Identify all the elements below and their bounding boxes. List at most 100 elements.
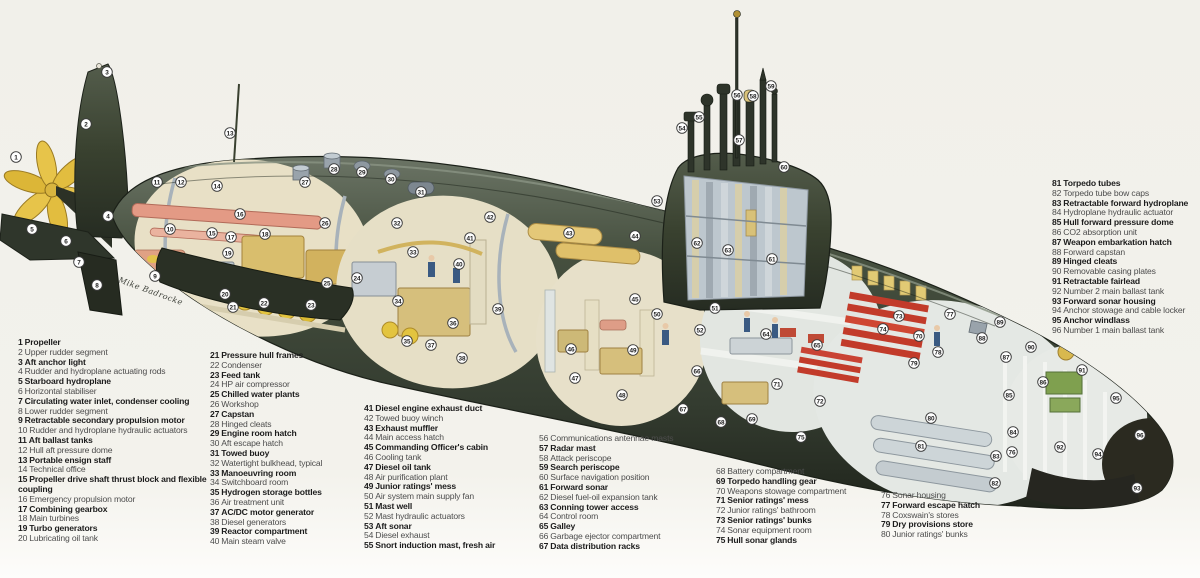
- callout-64: 64: [760, 328, 772, 340]
- sail-cutaway-interior: [683, 175, 809, 301]
- svg-text:39: 39: [494, 306, 502, 313]
- callout-20: 20: [219, 288, 231, 300]
- svg-text:7: 7: [77, 259, 81, 266]
- svg-text:12: 12: [177, 179, 185, 186]
- callout-54: 54: [676, 122, 688, 134]
- callout-36: 36: [447, 317, 459, 329]
- callout-3: 3: [101, 66, 113, 78]
- svg-text:57: 57: [735, 137, 743, 144]
- callout-58: 58: [747, 90, 759, 102]
- callout-14: 14: [211, 180, 223, 192]
- callout-90: 90: [1025, 341, 1037, 353]
- callout-49: 49: [627, 344, 639, 356]
- callout-81: 81: [915, 440, 927, 452]
- svg-text:65: 65: [813, 342, 821, 349]
- svg-text:67: 67: [679, 406, 687, 413]
- svg-text:34: 34: [394, 298, 402, 305]
- sail: [661, 152, 832, 311]
- svg-text:52: 52: [696, 327, 704, 334]
- starboard-stabiliser-fin: [155, 247, 354, 321]
- callout-91: 91: [1076, 364, 1088, 376]
- callout-34: 34: [392, 295, 404, 307]
- svg-text:80: 80: [927, 415, 935, 422]
- svg-text:45: 45: [631, 296, 639, 303]
- svg-text:3: 3: [105, 69, 109, 76]
- callout-17: 17: [225, 231, 237, 243]
- callout-24: 24: [351, 272, 363, 284]
- svg-text:88: 88: [978, 335, 986, 342]
- callout-27: 27: [299, 176, 311, 188]
- svg-text:38: 38: [458, 355, 466, 362]
- callout-96: 96: [1134, 429, 1146, 441]
- callout-35: 35: [401, 335, 413, 347]
- svg-text:28: 28: [330, 166, 338, 173]
- callout-92: 92: [1054, 441, 1066, 453]
- callout-52: 52: [694, 324, 706, 336]
- svg-text:63: 63: [724, 247, 732, 254]
- svg-text:76: 76: [1008, 449, 1016, 456]
- callout-37: 37: [425, 339, 437, 351]
- svg-text:86: 86: [1039, 379, 1047, 386]
- ensign-staff: [233, 83, 240, 163]
- callout-67: 67: [677, 403, 689, 415]
- svg-text:9: 9: [153, 273, 157, 280]
- svg-text:78: 78: [934, 349, 942, 356]
- svg-text:35: 35: [403, 338, 411, 345]
- callout-19: 19: [222, 247, 234, 259]
- callout-23: 23: [305, 299, 317, 311]
- callout-28: 28: [328, 163, 340, 175]
- svg-text:23: 23: [307, 302, 315, 309]
- callout-6: 6: [60, 235, 72, 247]
- svg-text:43: 43: [565, 230, 573, 237]
- callout-75: 75: [795, 431, 807, 443]
- svg-text:11: 11: [154, 179, 161, 186]
- callout-16: 16: [234, 208, 246, 220]
- svg-text:54: 54: [678, 125, 686, 132]
- callout-53: 53: [651, 195, 663, 207]
- svg-text:84: 84: [1009, 429, 1017, 436]
- svg-text:92: 92: [1056, 444, 1064, 451]
- svg-text:51: 51: [711, 305, 719, 312]
- callout-88: 88: [976, 332, 988, 344]
- svg-text:33: 33: [409, 249, 417, 256]
- callout-41: 41: [464, 232, 476, 244]
- svg-text:96: 96: [1136, 432, 1144, 439]
